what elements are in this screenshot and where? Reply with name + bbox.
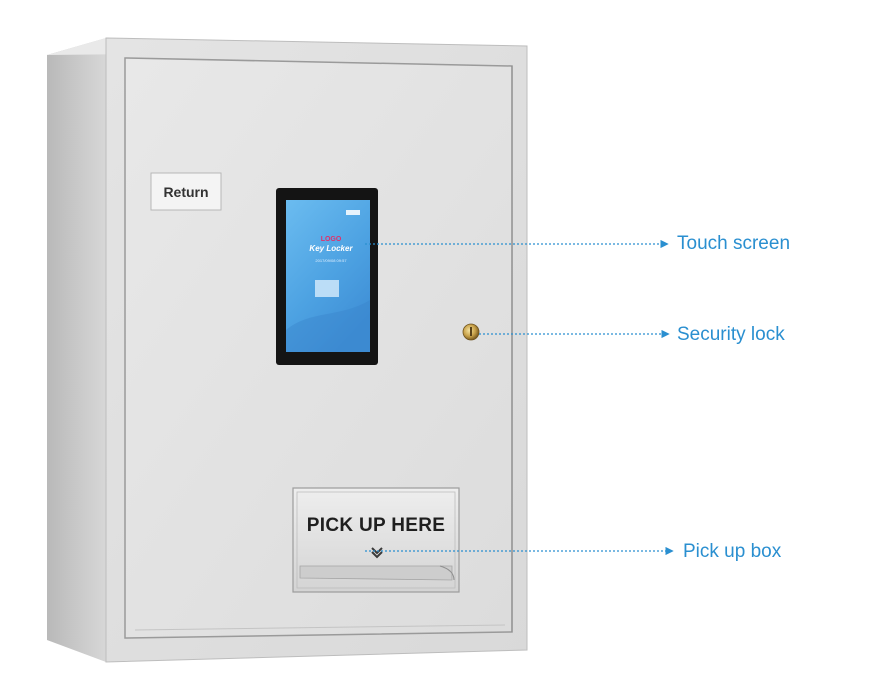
touch-screen[interactable] (276, 188, 378, 365)
callout-touch-screen: Touch screen (677, 233, 791, 254)
screen-login-button[interactable] (315, 280, 339, 297)
screen-brand-logo: LOGO (320, 236, 342, 243)
pick-up-box-label: PICK UP HERE (306, 515, 446, 536)
screen-datetime: 2017/09/08 09:57 (315, 258, 347, 263)
callout-security-lock: Security lock (677, 324, 785, 345)
return-button[interactable] (150, 172, 222, 211)
callout-pick-up-box: Pick up box (683, 541, 782, 562)
return-button-label: Return (163, 183, 209, 200)
screen-display (286, 200, 370, 352)
pick-up-box[interactable] (292, 487, 460, 593)
screen-status-box (346, 210, 360, 215)
security-lock[interactable] (462, 323, 480, 341)
screen-title: Key Locker (309, 244, 353, 253)
chevron-down-icon (371, 547, 383, 555)
cabinet-side-panel (47, 38, 106, 662)
